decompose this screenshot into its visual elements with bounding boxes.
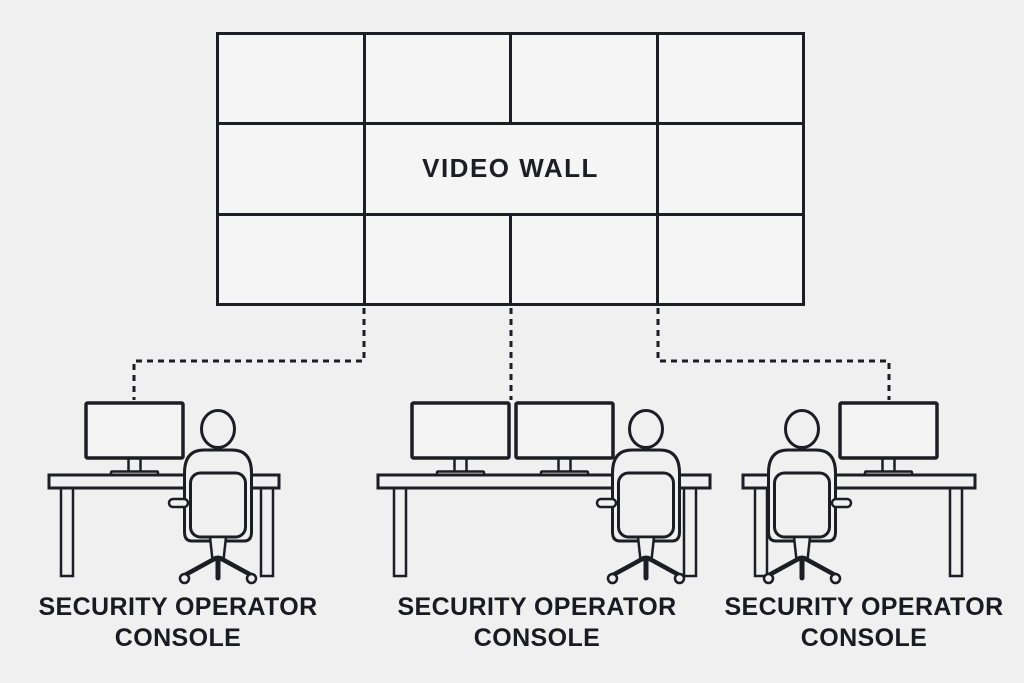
monitor-icon bbox=[514, 401, 615, 480]
video-wall-screen-cell bbox=[219, 215, 363, 303]
video-wall-center-cell: VIDEO WALL bbox=[365, 125, 656, 213]
console-right bbox=[741, 401, 977, 584]
monitor-icon bbox=[838, 401, 939, 480]
video-wall-screen-cell bbox=[219, 125, 363, 213]
console-label-line2: CONSOLE bbox=[473, 624, 601, 652]
video-wall-screen-cell bbox=[512, 215, 656, 303]
video-wall-grid: VIDEO WALL bbox=[216, 32, 805, 306]
video-wall-screen-cell bbox=[219, 35, 363, 123]
monitor-icon bbox=[84, 401, 185, 480]
console-label-line1: SECURITY OPERATOR bbox=[38, 593, 318, 621]
console-middle-label: SECURITY OPERATOR CONSOLE bbox=[357, 592, 717, 654]
console-label-line1: SECURITY OPERATOR bbox=[397, 593, 677, 621]
monitor-icon bbox=[410, 401, 511, 480]
console-label-line2: CONSOLE bbox=[114, 624, 242, 652]
connector-line-left bbox=[132, 308, 366, 400]
video-wall-screen-cell bbox=[658, 35, 802, 123]
console-label-line1: SECURITY OPERATOR bbox=[724, 593, 1004, 621]
connector-line-right bbox=[656, 308, 891, 400]
console-middle bbox=[376, 401, 712, 583]
console-left bbox=[47, 401, 281, 583]
video-wall-screen-cell bbox=[658, 125, 802, 213]
operator-icon bbox=[764, 411, 851, 584]
video-wall-title: VIDEO WALL bbox=[422, 153, 599, 184]
console-label-line2: CONSOLE bbox=[800, 624, 928, 652]
video-wall-screen-cell bbox=[658, 215, 802, 303]
video-wall-screen-cell bbox=[512, 35, 656, 123]
console-left-label: SECURITY OPERATOR CONSOLE bbox=[0, 592, 358, 654]
console-right-label: SECURITY OPERATOR CONSOLE bbox=[684, 592, 1024, 654]
video-wall-screen-cell bbox=[365, 35, 509, 123]
connector-lines bbox=[132, 308, 891, 400]
video-wall-screen-cell bbox=[365, 215, 509, 303]
